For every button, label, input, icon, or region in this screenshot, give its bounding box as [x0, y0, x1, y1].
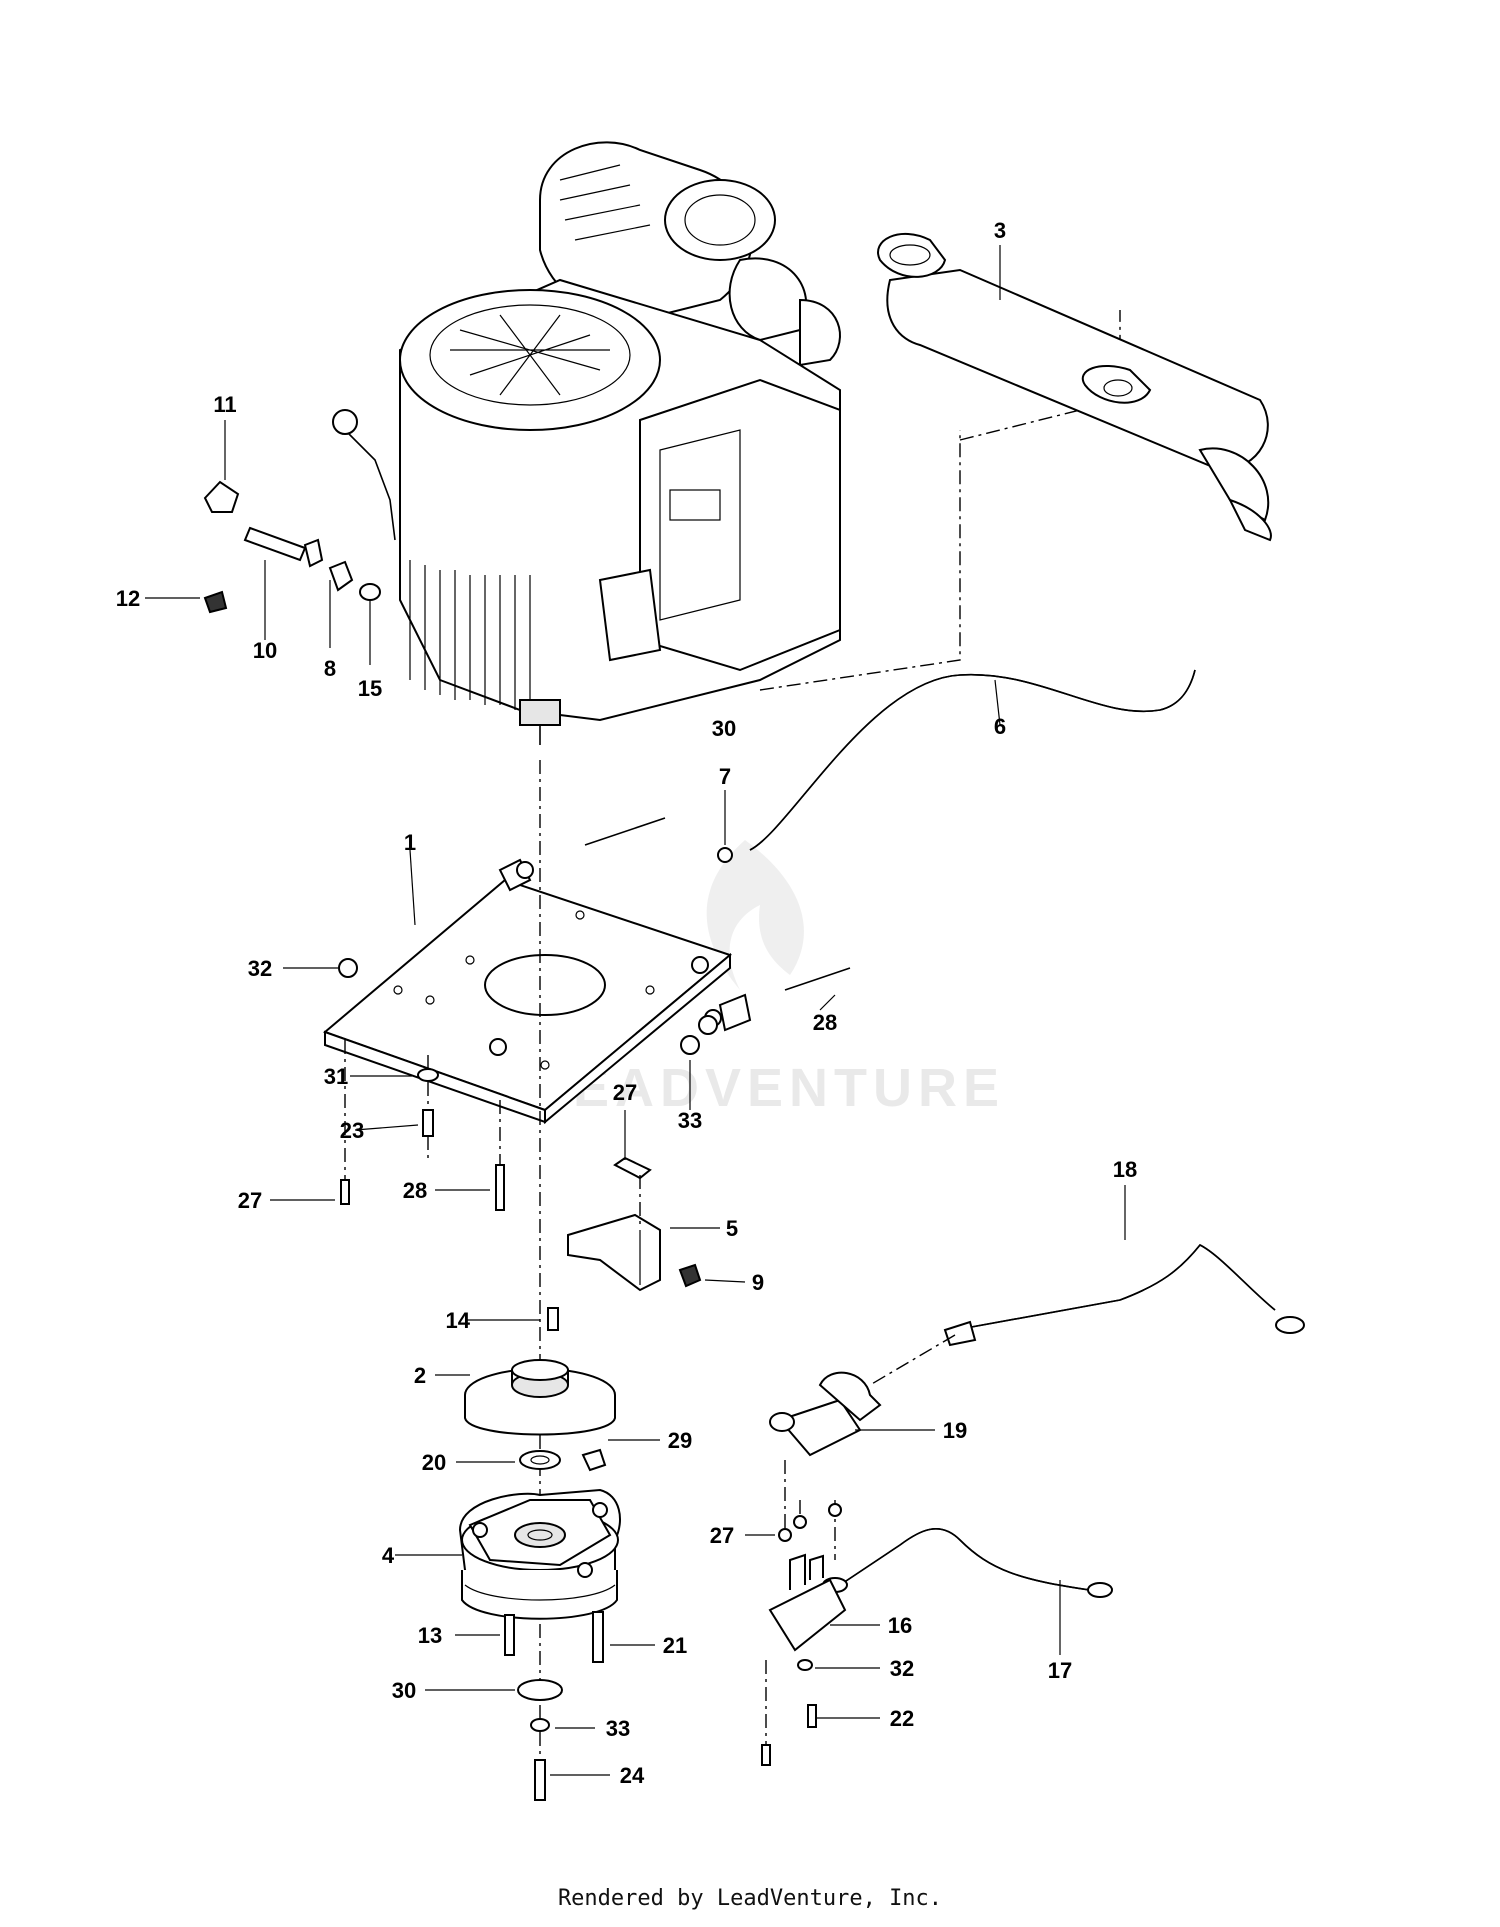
- callout-26-left: 28: [403, 1178, 427, 1203]
- engine-mount-plate: [323, 817, 851, 1125]
- callout-2: 2: [414, 1363, 426, 1388]
- callout-10: 10: [253, 638, 277, 663]
- callout-13: 13: [418, 1623, 442, 1648]
- callout-19: 19: [943, 1418, 967, 1443]
- callout-7: 7: [719, 764, 731, 789]
- callout-24: 24: [620, 1763, 645, 1788]
- callout-15: 15: [358, 676, 382, 701]
- callout-32: 32: [890, 1656, 914, 1681]
- pto-clutch: [458, 1488, 621, 1620]
- callout-6: 6: [994, 714, 1006, 739]
- callout-29: 29: [668, 1428, 692, 1453]
- callout-12: 12: [116, 586, 140, 611]
- callout-31: 31: [324, 1064, 348, 1089]
- fuel-fittings: [203, 480, 381, 614]
- callout-1: 1: [404, 830, 416, 855]
- callout-23: 23: [340, 1118, 364, 1143]
- bracket: [567, 1156, 702, 1292]
- callout-25-bracket: 27: [613, 1080, 637, 1105]
- callout-25-left: 27: [238, 1188, 262, 1213]
- callout-16: 16: [888, 1613, 912, 1638]
- clutch-hardware: [504, 1611, 604, 1801]
- callout-26-right: 28: [813, 1010, 837, 1035]
- callout-20: 20: [422, 1450, 446, 1475]
- callout-27-solenoid: 27: [710, 1523, 734, 1548]
- callout-27-top: 30: [712, 716, 736, 741]
- callout-11: 11: [213, 392, 236, 417]
- callout-28-left: 32: [248, 956, 272, 981]
- plate-hardware: [340, 1040, 505, 1211]
- engine-assembly: [332, 141, 1121, 745]
- callout-8: 8: [324, 656, 336, 681]
- callout-3: 3: [994, 218, 1006, 243]
- pulley-assembly: [464, 1307, 616, 1472]
- callout-22: 22: [890, 1706, 914, 1731]
- callout-9: 9: [752, 1270, 764, 1295]
- solenoid-assembly: [761, 1371, 882, 1766]
- callout-4: 4: [382, 1543, 395, 1568]
- callout-28-right: 33: [678, 1108, 702, 1133]
- callout-30: 30: [392, 1678, 416, 1703]
- callout-33: 33: [606, 1716, 630, 1741]
- callout-18: 18: [1113, 1157, 1137, 1182]
- callout-5: 5: [726, 1216, 738, 1241]
- footer-credit: Rendered by LeadVenture, Inc.: [558, 1886, 942, 1911]
- callout-21: 21: [663, 1633, 687, 1658]
- callout-labels: 3 11 12 10 8 15 30 6 7 1 32 28 31 27 33 …: [116, 218, 1137, 1788]
- leader-lines: [145, 245, 1126, 1776]
- leadventure-watermark-logo: LEADVENTURE: [534, 840, 1005, 1118]
- muffler: [877, 232, 1272, 542]
- fuel-line: [717, 669, 1196, 863]
- callout-17: 17: [1048, 1658, 1072, 1683]
- callout-14: 14: [446, 1308, 471, 1333]
- battery-cables: [822, 1243, 1305, 1598]
- watermark-text: LEADVENTURE: [534, 1058, 1005, 1118]
